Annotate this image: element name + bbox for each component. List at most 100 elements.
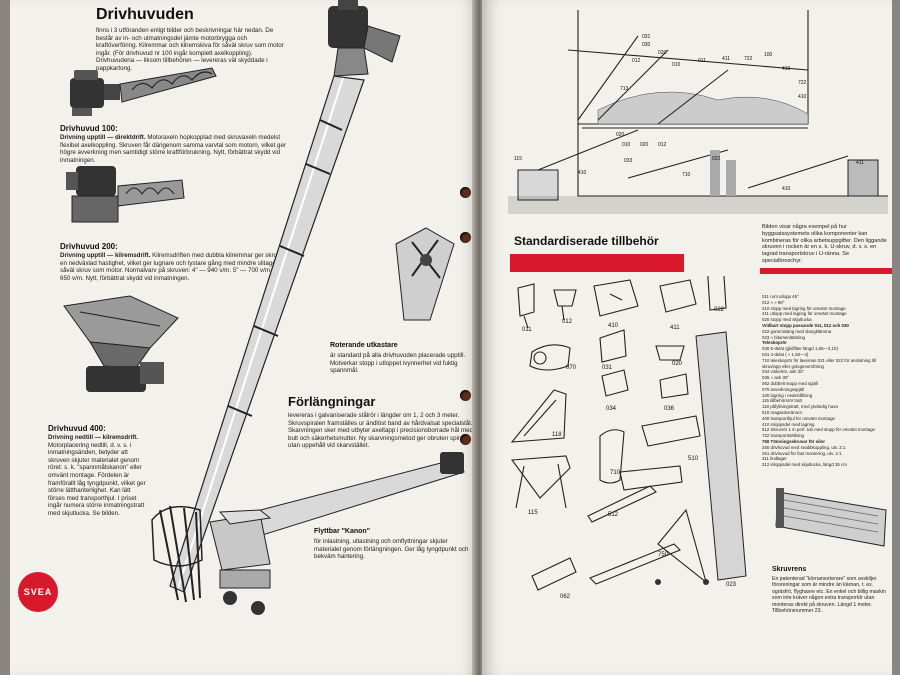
spec-line: 022 gummislang med slangklämma xyxy=(762,328,832,334)
diagram-label: 012 xyxy=(632,58,641,64)
diagram-label: 710 xyxy=(682,172,691,178)
rotating-ejector-illustration xyxy=(395,227,455,321)
diagram-label: 115 xyxy=(514,156,522,162)
diagram-label: 020 xyxy=(616,132,625,138)
part-label: 070 xyxy=(566,365,577,371)
drive-head-200-illustration xyxy=(66,166,185,223)
spec-line: 023 » bitumenitäitning xyxy=(762,334,805,340)
diagram-label: 713 xyxy=(620,86,629,92)
spec-line: 030 5-delat (glidfilter längd 1,65—3,10) xyxy=(762,346,838,352)
part-label: 036 xyxy=(664,406,675,412)
skruvrens-title: Skruvrens xyxy=(772,566,807,573)
diagram-label: 010 xyxy=(672,62,681,68)
part-label: 115 xyxy=(528,510,538,516)
spec-line: 070 avverkningsspjäll xyxy=(762,386,804,392)
dh200-title: Drivhuvud 200: xyxy=(60,242,118,251)
left-page-title: Drivhuvuden xyxy=(96,6,194,23)
diagram-label: 020 xyxy=(658,50,667,56)
spec-line: 311 lindlager xyxy=(762,456,787,462)
diagram-label: 100 xyxy=(764,52,773,58)
part-label: 411 xyxy=(670,325,680,331)
part-label: 118 xyxy=(552,432,562,438)
punch-hole xyxy=(460,434,471,445)
punch-hole xyxy=(460,232,471,243)
diagram-label: 722 xyxy=(798,80,807,86)
part-label: 011 xyxy=(522,327,532,333)
spec-line: 034 vinkelrör, ank 30° xyxy=(762,369,805,375)
spec-line: 410 inloppsdel med lagring xyxy=(762,421,815,427)
kanon-text: för inlastning, utlastning och omflyttni… xyxy=(314,538,469,561)
accessory-parts-illustration xyxy=(510,276,747,591)
diagram-label: 031 xyxy=(642,34,651,40)
part-label: 062 xyxy=(560,594,571,600)
spec-line: 011 runt utlopp 45° xyxy=(762,294,799,299)
skruvrens-illustration xyxy=(775,488,887,547)
left-page: Drivhuvuden finns i 3 utföranden enligt … xyxy=(10,0,480,675)
part-label: 022 xyxy=(714,307,725,313)
part-label: 020 xyxy=(672,361,683,367)
red-band-right xyxy=(760,268,892,274)
part-label: 710 xyxy=(610,470,621,476)
spec-line: 100 lagring i nedertållning xyxy=(762,392,813,398)
spec-line: 031 4-delat ( » 1,60—4) xyxy=(762,351,809,357)
accessories-title: Standardiserade tillbehör xyxy=(514,234,659,248)
dh400-text: Drivning nedtill — kilremsdrift. Motorpl… xyxy=(48,434,146,517)
spec-line: 710 teleskoprör för lavereas 021 eller 0… xyxy=(762,357,876,369)
spec-line: 012 » » 90° xyxy=(762,299,785,305)
punch-hole xyxy=(460,390,471,401)
spec-line: 250 drivhuvud med snabbkoppling, utv. 2:… xyxy=(762,444,846,450)
part-label: 510 xyxy=(688,456,699,462)
part-label: 012 xyxy=(562,319,573,325)
svea-logo: SVEA xyxy=(18,572,58,612)
spec-line: Teleskoprör xyxy=(762,340,787,346)
roterande-title: Roterande utkastare xyxy=(330,342,398,349)
forlangningar-title: Förlängningar xyxy=(288,394,376,409)
spec-line: Vridbart stopp passande 011, 012 och 030 xyxy=(762,322,849,328)
diagram-label: 012 xyxy=(658,142,667,148)
diagram-label: 010 xyxy=(622,142,631,148)
spec-list: 011 runt utlopp 45° 012 » » 90° 410 stop… xyxy=(762,294,890,468)
diagram-label: 410 xyxy=(578,170,587,176)
spec-line: 410 stopp med lagring för omvänt montage xyxy=(762,305,846,311)
spec-line: 251 drivhuvud för fast montering, utv. 2… xyxy=(762,450,842,456)
skruvrens-text: En patenterad "körnarsorterare" som avsk… xyxy=(772,576,886,615)
accessories-intro: Bilden visar några exempel på hur byggsa… xyxy=(762,224,887,264)
red-band-left xyxy=(510,254,684,272)
spec-line: 512 Skruvrör 1 m perf. tub med stopp för… xyxy=(762,427,875,433)
spec-line: 118 påfyllningstratt, med ytvändig huva xyxy=(762,404,838,410)
part-label: 031 xyxy=(602,365,613,371)
part-label: 034 xyxy=(606,406,617,412)
diagram-label: 011 xyxy=(698,58,706,64)
spec-line: 750 Tömningsskruvar för silor xyxy=(762,438,825,444)
spec-line: 400 transporthjul för omvänt montage xyxy=(762,415,835,421)
part-label: 750 xyxy=(658,552,669,558)
silo-system-diagram xyxy=(508,10,888,214)
drive-head-100-illustration xyxy=(70,67,217,116)
spec-line: 036 » ank 30° xyxy=(762,375,790,381)
spec-line: 062 dubbelt stopp med spjäll xyxy=(762,380,818,386)
spec-line: 312 inloppsdel med skjutlucka, längd 35 … xyxy=(762,462,847,468)
forlangningar-text: levereras i galvaniserade stålrör i läng… xyxy=(288,412,474,450)
kanon-illustration xyxy=(209,452,465,615)
drive-head-400-illustration xyxy=(63,295,179,392)
dh100-title: Drivhuvud 100: xyxy=(60,124,118,133)
diagram-label: 410 xyxy=(782,186,791,192)
diagram-label: 411 xyxy=(856,160,864,166)
spec-line: 020 stopp med skjutlucka xyxy=(762,317,812,323)
auger-illustration xyxy=(151,0,401,603)
spec-line: 722 transportställning xyxy=(762,433,804,439)
part-label: 410 xyxy=(608,323,619,329)
part-label: 512 xyxy=(608,512,619,518)
dh400-title: Drivhuvud 400: xyxy=(48,424,106,433)
roterande-text: är standard på alla drivhuvuden placerad… xyxy=(330,352,466,375)
spec-line: 115 tillbehörsrör tratt xyxy=(762,398,802,404)
intro-text: finns i 3 utföranden enligt bilder och b… xyxy=(96,27,284,72)
spec-line: 510 magasinsrännor xyxy=(762,409,803,415)
right-page: 031 030 020 012 010 011 411 722 100 410 … xyxy=(482,0,892,675)
diagram-label: 022 xyxy=(712,156,721,162)
diagram-label: 020 xyxy=(640,142,649,148)
diagram-label: 030 xyxy=(642,42,651,48)
diagram-label: 722 xyxy=(744,56,753,62)
spec-line: 411 utlopp med lagring för omvänt montag… xyxy=(762,311,847,317)
